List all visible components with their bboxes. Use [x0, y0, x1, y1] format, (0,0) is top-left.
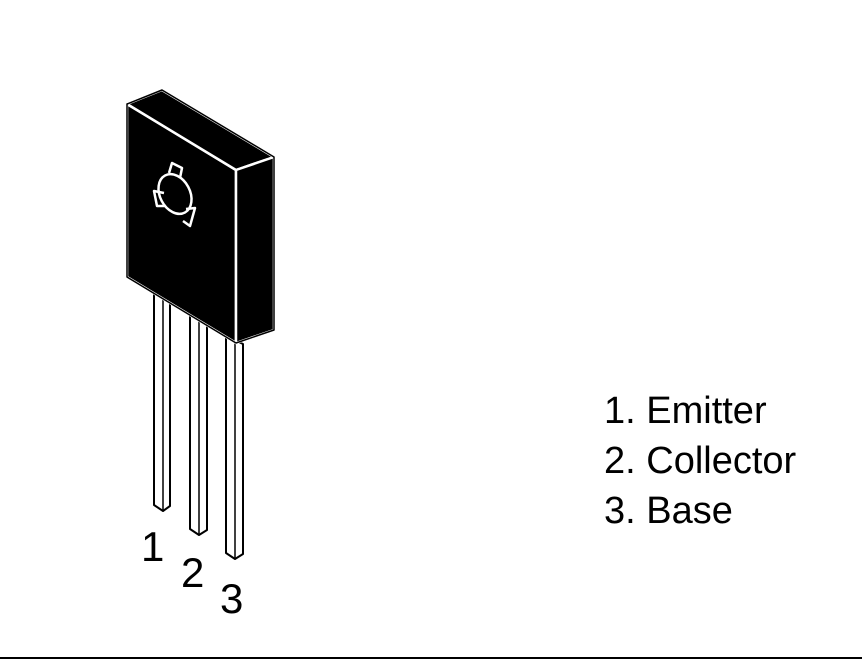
legend-item-emitter: 1. Emitter: [604, 390, 767, 432]
pin-number-2: 2: [181, 549, 204, 596]
legend-item-collector: 2. Collector: [604, 440, 797, 482]
legend-item-base: 3. Base: [604, 490, 733, 532]
pin-number-1: 1: [141, 523, 164, 570]
manufacturer-logo-icon: [152, 161, 197, 228]
pin-number-3: 3: [220, 575, 243, 622]
body-side-face: [234, 155, 276, 345]
pin-legend: 1. Emitter 2. Collector 3. Base: [604, 386, 796, 536]
bottom-divider: [0, 657, 862, 659]
body-outline: [126, 89, 275, 344]
package-body: [125, 88, 276, 345]
lead-1: [153, 291, 171, 512]
